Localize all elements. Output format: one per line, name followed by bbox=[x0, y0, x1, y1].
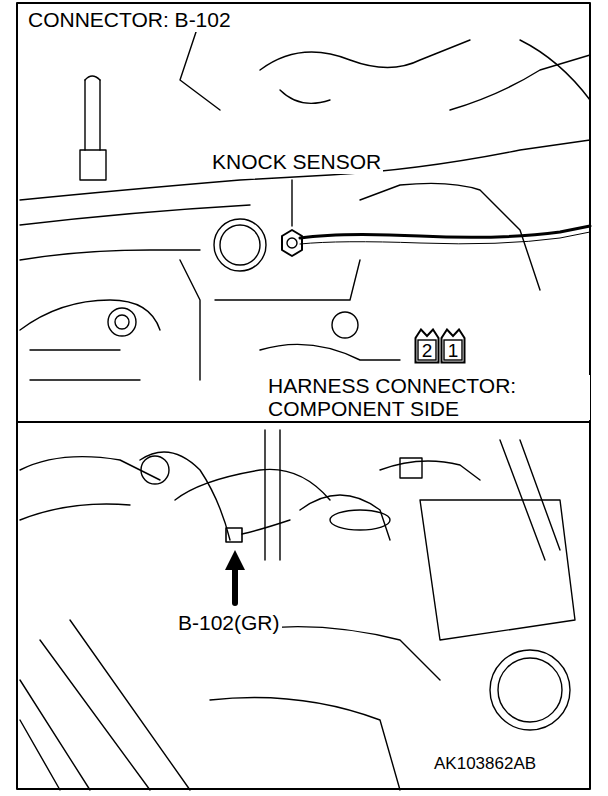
view-note: HARNESS CONNECTOR: COMPONENT SIDE bbox=[266, 375, 590, 420]
connector-title: CONNECTOR: B-102 bbox=[26, 9, 233, 32]
figure-code: AK103862AB bbox=[432, 755, 538, 773]
pin-number: 2 bbox=[414, 341, 440, 360]
connector-pin: 2 bbox=[414, 328, 440, 364]
pin-number: 1 bbox=[440, 341, 466, 360]
connector-pin: 1 bbox=[440, 328, 466, 364]
component-label: KNOCK SENSOR bbox=[210, 151, 383, 174]
connector-label: B-102(GR) bbox=[176, 612, 282, 635]
